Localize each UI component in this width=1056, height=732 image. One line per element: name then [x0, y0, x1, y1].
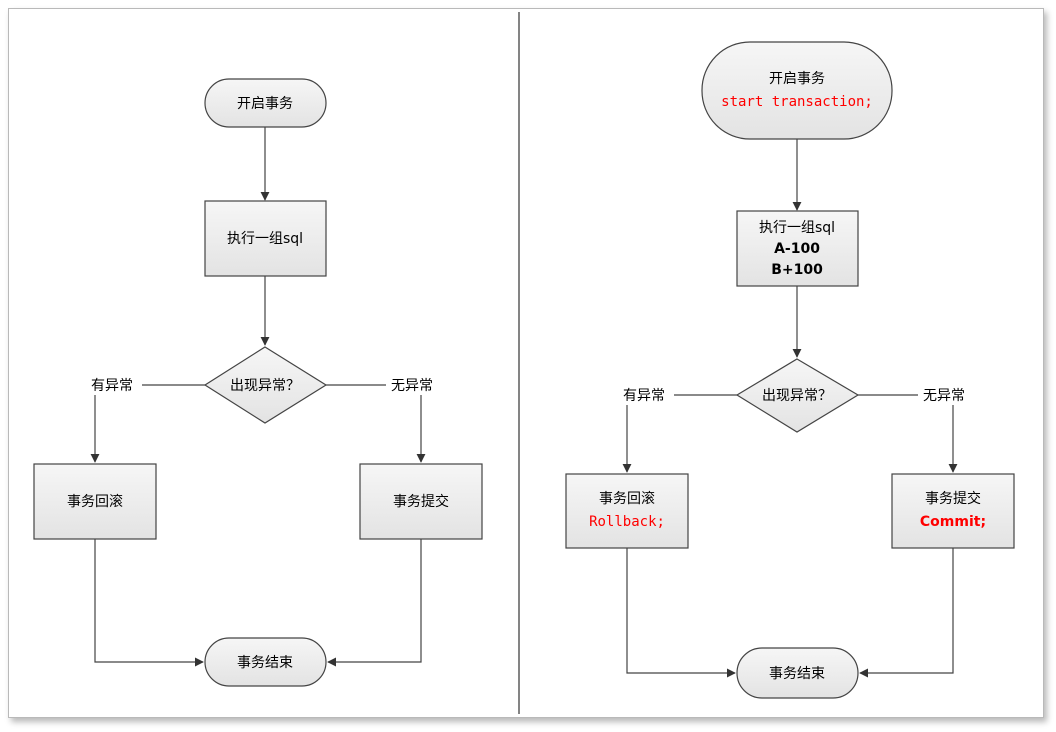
right-commit-label: 事务提交 [925, 490, 981, 507]
right-execute-line2: A-100 [774, 241, 820, 257]
right-no-label: 无异常 [923, 388, 965, 404]
left-rollback-label: 事务回滚 [67, 493, 123, 510]
right-rollback-code: Rollback; [589, 514, 665, 530]
left-decision-node: 出现异常？ [203, 346, 328, 424]
right-execute-node: 执行一组sql A-100 B+100 [736, 210, 859, 287]
left-start-label: 开启事务 [237, 96, 293, 112]
left-execute-label: 执行一组sql [227, 231, 303, 247]
left-end-label: 事务结束 [237, 655, 293, 671]
right-end-label: 事务结束 [769, 666, 825, 682]
right-start-code: start transaction; [721, 94, 873, 110]
left-commit-node: 事务提交 [359, 463, 483, 540]
left-yes-label: 有异常 [91, 378, 133, 394]
left-decision-label: 出现异常？ [230, 378, 300, 394]
right-yes-label: 有异常 [623, 388, 665, 404]
right-decision-node: 出现异常？ [735, 358, 860, 433]
left-execute-node: 执行一组sql [204, 200, 327, 277]
right-rollback-node: 事务回滚 Rollback; [565, 473, 689, 549]
right-execute-label: 执行一组sql [759, 220, 835, 236]
left-end-node: 事务结束 [204, 637, 327, 687]
right-end-node: 事务结束 [736, 647, 859, 699]
right-start-label: 开启事务 [769, 71, 825, 87]
left-commit-label: 事务提交 [393, 493, 449, 510]
right-flowchart [622, 139, 958, 678]
right-commit-node: 事务提交 Commit; [891, 473, 1015, 549]
left-rollback-node: 事务回滚 [33, 463, 157, 540]
right-commit-code: Commit; [920, 514, 986, 530]
left-start-node: 开启事务 [204, 78, 327, 128]
left-no-label: 无异常 [391, 378, 433, 394]
right-decision-label: 出现异常？ [762, 388, 832, 404]
left-flowchart [90, 127, 426, 667]
right-start-node: 开启事务 start transaction; [701, 41, 893, 140]
right-rollback-label: 事务回滚 [599, 490, 655, 507]
right-execute-line3: B+100 [771, 262, 823, 278]
